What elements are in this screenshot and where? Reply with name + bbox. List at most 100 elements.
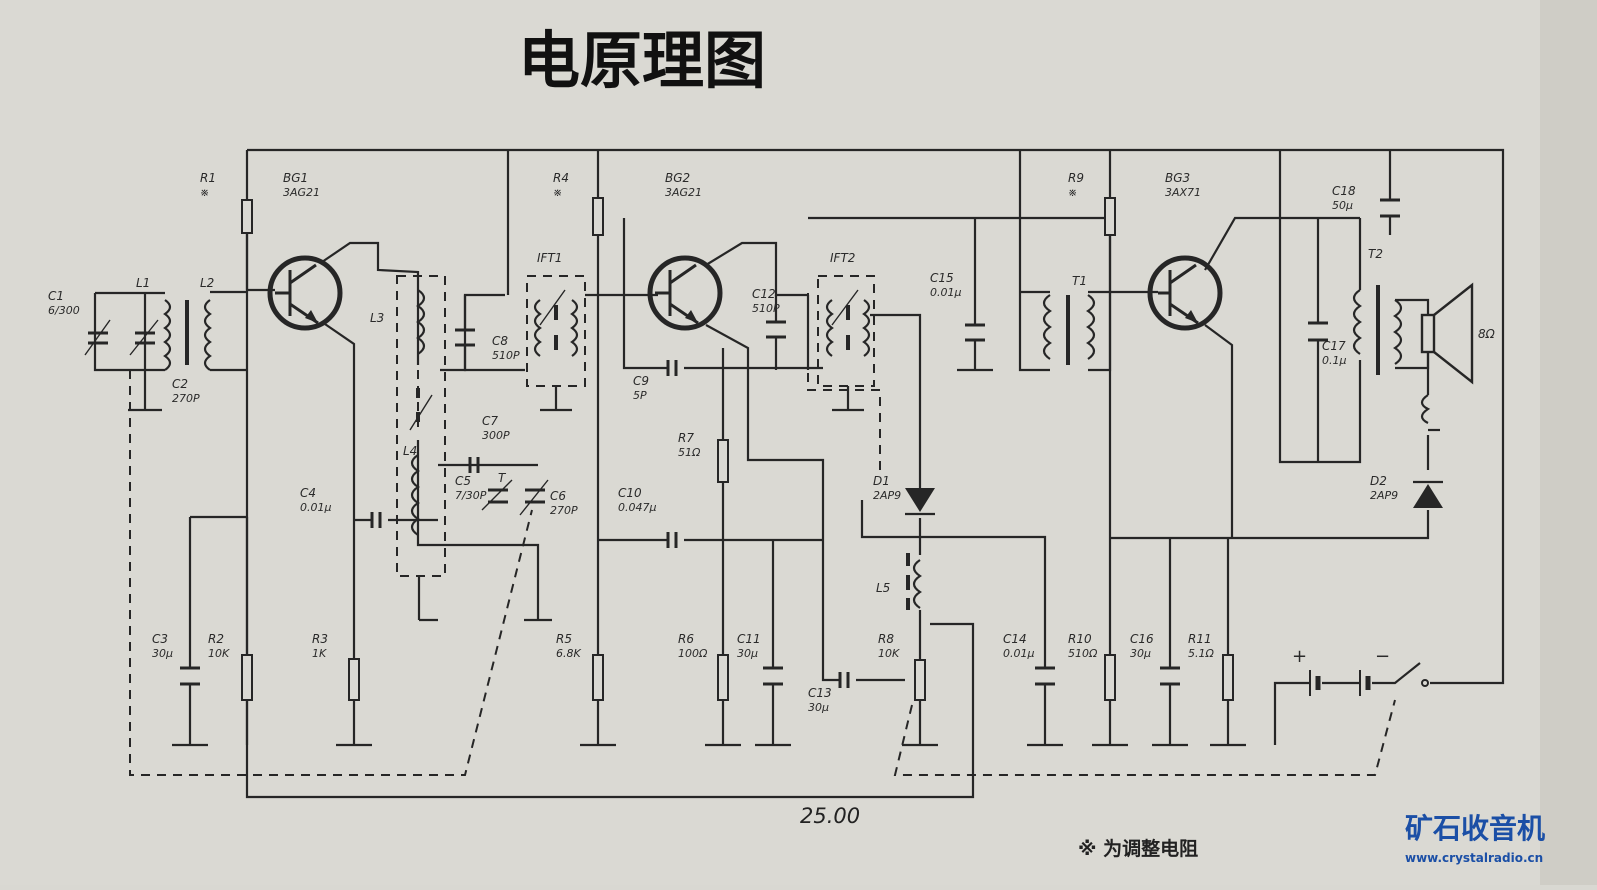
component-label-c12: C12	[752, 287, 776, 301]
diode-d1-symbol	[905, 488, 935, 516]
component-value-c1: 6/300	[48, 304, 80, 317]
component-value-c10: 0.047μ	[618, 501, 657, 514]
loudspeaker-icon	[1420, 282, 1474, 385]
coils	[163, 289, 1431, 609]
component-label-c9: C9	[633, 374, 649, 388]
diagram-title: 电原理图	[518, 24, 766, 97]
l3-l4-shield	[396, 275, 446, 577]
component-label-c8: C8	[492, 334, 508, 348]
component-value-d1: 2AP9	[873, 489, 901, 502]
component-value-r5: 6.8K	[556, 647, 581, 660]
component-value-r11: 5.1Ω	[1188, 647, 1214, 660]
component-label-r7: R7	[678, 431, 694, 445]
component-value-c12: 510P	[752, 302, 780, 315]
component-label-d1: D1	[873, 474, 890, 488]
component-value-r9: ※	[1068, 186, 1077, 199]
ground-symbols	[128, 386, 1440, 622]
component-label-t2: T2	[1368, 247, 1383, 261]
component-value-bg3: 3AX71	[1165, 186, 1201, 199]
component-value-c16: 30μ	[1130, 647, 1151, 660]
battery-symbol	[1309, 670, 1429, 696]
component-value-r3: 1K	[312, 647, 327, 660]
component-value-c15: 0.01μ	[930, 286, 962, 299]
component-value-r10: 510Ω	[1068, 647, 1098, 660]
component-label-c7: C7	[482, 414, 498, 428]
bottom-handwritten-number: 25.00	[800, 804, 860, 828]
capacitors	[88, 198, 1400, 688]
component-value-c5: 7/30P	[455, 489, 487, 502]
resistors	[241, 197, 1234, 701]
component-label-r3: R3	[312, 632, 328, 646]
component-label-l3: L3	[370, 311, 384, 325]
component-value-c2: 270P	[172, 392, 200, 405]
component-label-c14: C14	[1003, 632, 1027, 646]
coil-cores	[185, 285, 1380, 610]
component-value-d2: 2AP9	[1370, 489, 1398, 502]
transistor-bg1-symbol	[267, 255, 343, 331]
component-label-c15: C15	[930, 271, 954, 285]
component-label-c5: C5	[455, 474, 471, 488]
component-label-c2: C2	[172, 377, 188, 391]
component-value-r8: 10K	[878, 647, 900, 660]
component-value-c9: 5P	[633, 389, 647, 402]
component-value-c18: 50μ	[1332, 199, 1353, 212]
component-value-c7: 300P	[482, 429, 510, 442]
battery-plus-label: +	[1292, 646, 1307, 667]
paper-edge	[1540, 0, 1597, 885]
component-value-bg2: 3AG21	[665, 186, 702, 199]
watermark-name: 矿石收音机	[1405, 812, 1545, 845]
wiring	[93, 148, 1505, 799]
battery-minus-label: −	[1375, 646, 1390, 667]
component-label-c13: C13	[808, 686, 832, 700]
component-label-l5: L5	[876, 581, 890, 595]
component-label-c17: C17	[1322, 339, 1346, 353]
variable-capacitor-arrows	[84, 289, 859, 516]
component-value-r2: 10K	[208, 647, 230, 660]
component-value-c3: 30μ	[152, 647, 173, 660]
component-value-r7: 51Ω	[678, 446, 701, 459]
component-value-r1: ※	[200, 186, 209, 199]
component-value-c6: 270P	[550, 504, 578, 517]
component-label-d2: D2	[1370, 474, 1387, 488]
component-label-bg3: BG3	[1165, 171, 1190, 185]
footnote-adjust-resistor: ※ 为调整电阻	[1078, 837, 1198, 860]
component-label-l2: L2	[200, 276, 214, 290]
component-label-r8: R8	[878, 632, 894, 646]
component-label-ift1: IFT1	[537, 251, 562, 265]
component-value-r6: 100Ω	[678, 647, 708, 660]
component-label-r10: R10	[1068, 632, 1092, 646]
component-label-c16: C16	[1130, 632, 1154, 646]
component-value-r4: ※	[553, 186, 562, 199]
component-label-ift2: IFT2	[830, 251, 855, 265]
component-label-c3: C3	[152, 632, 168, 646]
diode-d2-symbol	[1413, 480, 1443, 508]
component-label-r2: R2	[208, 632, 224, 646]
ift2-shield	[817, 275, 875, 387]
component-value-c14: 0.01μ	[1003, 647, 1035, 660]
component-label-l4: L4	[403, 444, 417, 458]
component-label-t: T	[498, 471, 507, 485]
component-label-c1: C1	[48, 289, 64, 303]
component-label-r4: R4	[553, 171, 569, 185]
component-label-bg2: BG2	[665, 171, 690, 185]
component-label-r11: R11	[1188, 632, 1212, 646]
component-label-bg1: BG1	[283, 171, 308, 185]
component-value-c11: 30μ	[737, 647, 758, 660]
component-label-r9: R9	[1068, 171, 1084, 185]
component-label-c6: C6	[550, 489, 566, 503]
component-label-r6: R6	[678, 632, 694, 646]
component-label-t1: T1	[1072, 274, 1087, 288]
component-label-l1: L1	[136, 276, 150, 290]
transistor-bg2-symbol	[647, 255, 723, 331]
component-value-c13: 30μ	[808, 701, 829, 714]
component-value-c8: 510P	[492, 349, 520, 362]
transistor-bg3-symbol	[1147, 255, 1223, 331]
component-value-bg1: 3AG21	[283, 186, 320, 199]
watermark-url: www.crystalradio.cn	[1405, 851, 1543, 865]
component-label-c18: C18	[1332, 184, 1356, 198]
component-label-r5: R5	[556, 632, 572, 646]
